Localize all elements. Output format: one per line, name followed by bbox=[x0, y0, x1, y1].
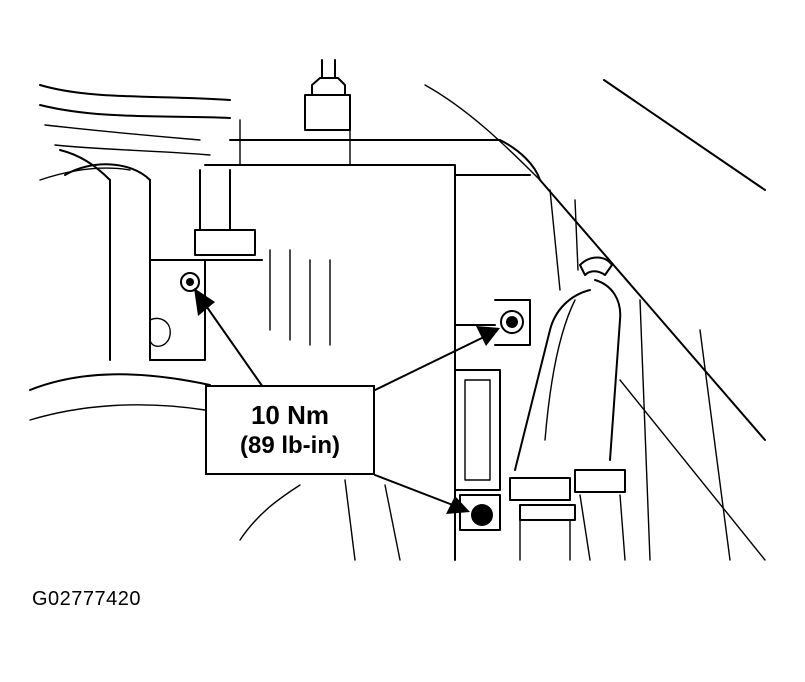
lower-hose bbox=[29, 373, 211, 391]
pipe-clamp bbox=[194, 229, 256, 256]
harness-line-4 bbox=[54, 144, 211, 156]
torque-imperial-value: (89 lb-in) bbox=[240, 432, 340, 459]
harness-line-2 bbox=[39, 104, 231, 119]
engine-structure bbox=[29, 59, 766, 561]
torque-callout: 10 Nm (89 lb-in) bbox=[205, 385, 375, 475]
leader-line-right-lower-bolt bbox=[374, 474, 459, 508]
arrowhead-left-bolt bbox=[194, 288, 215, 316]
lower-line-1 bbox=[239, 484, 301, 541]
harness-line-3 bbox=[44, 124, 201, 141]
torque-metric-value: 10 Nm bbox=[250, 400, 330, 430]
right-bracket-inner bbox=[464, 379, 491, 481]
hose-clamp-3 bbox=[519, 504, 576, 521]
leader-lines bbox=[194, 288, 500, 514]
hose-highlight bbox=[544, 299, 576, 441]
figure-id: G02777420 bbox=[32, 588, 142, 610]
top-stud bbox=[321, 59, 336, 79]
right-panel-3 bbox=[619, 379, 766, 561]
left-bracket-bolt-outline bbox=[149, 317, 171, 347]
arrowhead-right-upper-bolt bbox=[476, 326, 500, 346]
hose-lower-2 bbox=[579, 494, 626, 561]
right-panel-1 bbox=[639, 299, 651, 561]
right-lower-bolt bbox=[471, 504, 493, 526]
harness-line-5 bbox=[39, 167, 131, 181]
module-top bbox=[229, 139, 541, 181]
left-bolt-center bbox=[186, 278, 194, 286]
vertical-pipe-left bbox=[199, 169, 231, 231]
module-seam bbox=[239, 119, 351, 166]
hose-lower-1 bbox=[519, 519, 571, 561]
hose-cap bbox=[579, 256, 613, 276]
left-tube-top bbox=[64, 163, 151, 181]
leader-line-right-upper-bolt bbox=[374, 334, 489, 391]
hose-clamp-2 bbox=[574, 469, 626, 493]
right-bracket-body bbox=[454, 324, 501, 491]
right-panel-5 bbox=[574, 199, 579, 271]
lower-line-3 bbox=[344, 479, 356, 561]
harness-line-1 bbox=[39, 84, 231, 101]
top-nut bbox=[311, 77, 346, 96]
top-bracket bbox=[304, 94, 351, 131]
module-ribs bbox=[269, 249, 331, 346]
curved-edge bbox=[424, 84, 541, 181]
right-upper-bolt-center bbox=[506, 316, 518, 328]
hose-clamp-1 bbox=[509, 477, 571, 501]
lower-hose-2 bbox=[29, 404, 206, 421]
body-panel-edge bbox=[603, 79, 766, 191]
large-hose-right bbox=[594, 279, 622, 461]
lower-line-2 bbox=[384, 484, 401, 561]
right-lower-bolt-head bbox=[459, 494, 501, 531]
right-bracket bbox=[494, 299, 531, 346]
right-panel-2 bbox=[699, 329, 731, 561]
arrowhead-right-lower-bolt bbox=[446, 496, 470, 514]
right-panel-4 bbox=[549, 189, 561, 291]
left-tube-elbow bbox=[59, 149, 111, 181]
module-housing bbox=[204, 164, 456, 561]
body-panel-edge-lower bbox=[539, 179, 766, 441]
large-hose-left bbox=[514, 289, 591, 471]
leader-line-left-bolt bbox=[201, 299, 266, 391]
left-tube bbox=[109, 179, 151, 361]
